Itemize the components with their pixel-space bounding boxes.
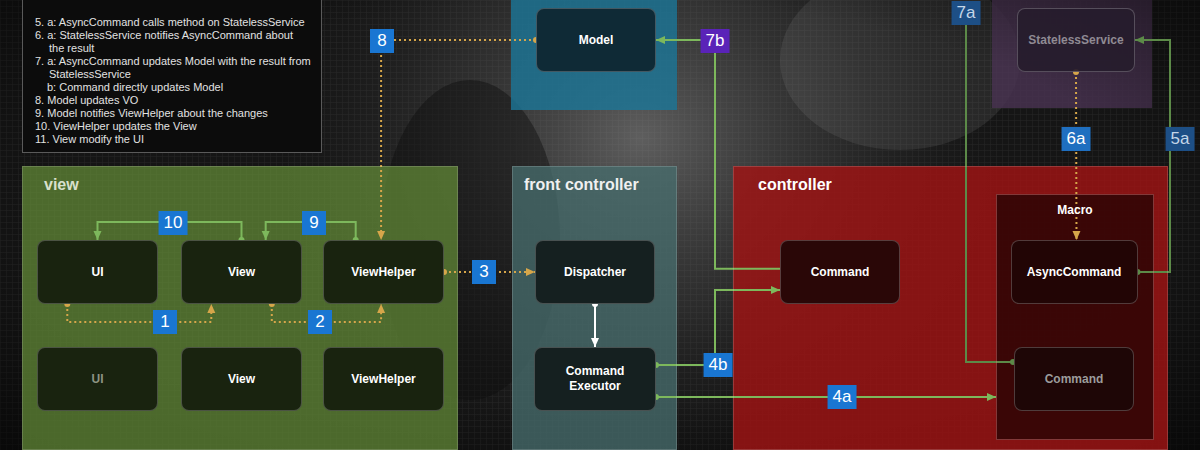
note-line: 7. a: AsyncCommand updates Model with th…	[35, 55, 311, 81]
process-box: View	[181, 240, 302, 304]
process-box: Dispatcher	[535, 240, 655, 304]
group-heading: view	[44, 176, 457, 194]
box-label: Command	[1045, 372, 1104, 387]
note-line: 11. View modify the UI	[35, 133, 311, 146]
group-heading: front controller	[524, 176, 676, 194]
box-label: View	[228, 372, 255, 387]
box-label: Dispatcher	[564, 265, 626, 280]
service-box: StatelessService	[1017, 8, 1135, 72]
box-label: AsyncCommand	[1027, 265, 1122, 280]
callout-number: 3	[472, 260, 496, 284]
connector	[1135, 40, 1170, 272]
box-label: ViewHelper	[351, 265, 415, 280]
box-label: UI	[92, 372, 104, 387]
note-line: 6. a: StatelessService notifies AsyncCom…	[35, 29, 311, 55]
connector	[656, 40, 780, 269]
box-label: UI	[92, 265, 104, 280]
dotted-connector	[67, 304, 211, 322]
note-line: 10. ViewHelper updates the View	[35, 120, 311, 133]
note-line: 9. Model notifies ViewHelper about the c…	[35, 107, 311, 120]
callout-number: 6a	[1062, 127, 1091, 151]
callout-number: 9	[302, 211, 326, 235]
macro-group: MacroAsyncCommandCommand	[996, 194, 1154, 440]
notes-box: 5. a: AsyncCommand calls method on State…	[22, 0, 322, 153]
box-label: ViewHelper	[351, 372, 415, 387]
note-line: b: Command directly updates Model	[35, 81, 311, 94]
process-box: UI	[37, 240, 158, 304]
note-line: 5. a: AsyncCommand calls method on State…	[35, 16, 311, 29]
process-box: ViewHelper	[323, 347, 444, 411]
callout-number: 2	[308, 310, 332, 334]
process-box: Command	[1014, 347, 1134, 411]
box-label: Model	[579, 33, 614, 48]
note-line: 8. Model updates VO	[35, 94, 311, 107]
connector	[656, 396, 996, 398]
callout-number: 5a	[1166, 127, 1195, 151]
process-box: AsyncCommand	[1011, 240, 1138, 304]
box-label: Command	[811, 265, 870, 280]
process-box: Command	[780, 240, 900, 304]
view-panel: viewUIViewViewHelperUIViewViewHelper	[22, 166, 458, 450]
group-heading: Macro	[997, 203, 1153, 217]
front-controller-panel: front controllerDispatcherCommand Execut…	[512, 166, 677, 450]
callout-number: 7a	[952, 1, 981, 25]
process-box: View	[181, 347, 302, 411]
callout-number: 1	[153, 310, 177, 334]
group-heading: controller	[758, 176, 1167, 194]
callout-number: 8	[370, 29, 394, 53]
callout-number: 10	[159, 211, 188, 235]
process-box: UI	[37, 347, 158, 411]
box-label: View	[228, 265, 255, 280]
process-box: Command Executor	[534, 347, 656, 411]
callout-number: 4a	[828, 385, 857, 409]
model-box: Model	[536, 8, 656, 72]
connector	[594, 304, 596, 347]
box-label: Command Executor	[549, 364, 641, 394]
callout-number: 4b	[704, 353, 733, 377]
controller-panel: controllerCommandMacroAsyncCommandComman…	[733, 166, 1168, 450]
process-box: ViewHelper	[323, 240, 444, 304]
box-label: StatelessService	[1028, 33, 1123, 48]
callout-number: 7b	[701, 29, 730, 53]
wire-line	[966, 24, 1014, 362]
